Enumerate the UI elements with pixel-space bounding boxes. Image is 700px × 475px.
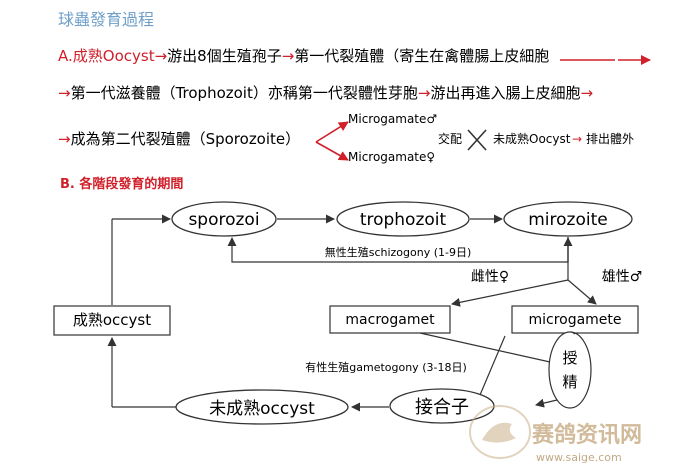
arrow-icon: → <box>417 84 431 102</box>
figure-title: 球蟲發育過程 <box>58 10 155 29</box>
sporozoite-release-text: 游出8個生殖孢子 <box>167 47 282 65</box>
node-immature-oocyst-label: 未成熟occyst <box>209 398 315 419</box>
male-gamete-text: Microgamate♂ <box>348 112 438 126</box>
node-sporozoi-label: sporozoi <box>188 210 259 230</box>
first-schizont-text: 第一代裂殖體（寄生在禽體腸上皮細胞 <box>294 47 550 65</box>
arrow-icon: → <box>281 47 295 65</box>
female-gamete-text: Microgamate♀ <box>348 150 436 164</box>
section-a-prefix: A. <box>58 47 73 65</box>
sexual-stage-arrow <box>479 335 506 396</box>
watermark-bird-icon <box>469 405 531 459</box>
arrow-to-microgamete <box>567 279 597 305</box>
process-line-2: →第一代滋養體（Trophozoit）亦稱第一代裂體性芽胞→游出再進入腸上皮細胞… <box>58 86 593 101</box>
arrow-icon: → <box>58 84 71 102</box>
second-schizont-text: 成為第二代裂殖體（Sporozoite） <box>70 130 301 148</box>
node-zygote-label: 接合子 <box>415 397 469 418</box>
macro-to-fertilize <box>419 332 551 363</box>
excreted-text: 排出體外 <box>586 132 635 146</box>
male-label: 雄性♂ <box>602 269 643 285</box>
micro-to-fertilize <box>571 331 576 335</box>
mature-oocyst-text: 成熟Oocyst <box>72 47 155 65</box>
section-b-title: B. 各階段發育的期間 <box>60 177 184 192</box>
node-sporozoi <box>171 201 277 237</box>
node-mirozoite-label: mirozoite <box>528 210 607 230</box>
first-trophozoite-text: 第一代滋養體（Trophozoit）亦稱第一代裂體性芽胞 <box>70 84 418 102</box>
node-mirozoite <box>503 201 633 237</box>
process-line-1: A.成熟Oocyst→游出8個生殖孢子→第一代裂殖體（寄生在禽體腸上皮細胞 <box>58 49 549 64</box>
node-macrogamet <box>329 305 451 334</box>
mating-text: 交配 <box>438 132 463 146</box>
immature-oocyst-text: 未成熟Oocyst <box>493 132 571 146</box>
arrow-icon: → <box>572 132 583 146</box>
sexual-label: 有性生殖gametogony (3-18日) <box>305 360 467 374</box>
node-macrogamet-label: macrogamet <box>345 312 435 328</box>
asexual-label: 無性生殖schizogony (1-9日) <box>325 245 472 259</box>
arrow-to-macrogamet <box>451 279 569 307</box>
node-fertilize <box>548 331 592 409</box>
arrow-icon: → <box>154 47 168 65</box>
branch-arrow-male <box>315 121 349 143</box>
female-label: 雌性♀ <box>471 269 509 285</box>
branch-arrow-female <box>315 141 349 161</box>
reenter-cell-text: 游出再進入腸上皮細胞 <box>430 84 581 102</box>
node-mature-oocyst <box>53 305 171 336</box>
node-fertilize-char2: 精 <box>562 373 577 391</box>
watermark-logo-text: 赛鸽资讯网 <box>532 423 643 448</box>
node-trophozoit-label: trophozoit <box>360 210 447 230</box>
node-fertilize-char1: 授 <box>562 349 577 367</box>
node-microgamete-label: microgamete <box>528 312 621 328</box>
cross-icon <box>467 129 487 151</box>
arrow-icon: → <box>580 84 594 102</box>
node-mature-oocyst-label: 成熟occyst <box>73 311 151 329</box>
watermark-url: www.saige.com <box>536 451 622 464</box>
fertilize-to-zygote <box>535 398 558 408</box>
node-trophozoit <box>336 201 470 237</box>
process-line-3: →成為第二代裂殖體（Sporozoite） <box>58 132 300 147</box>
arrow-icon: → <box>58 130 71 148</box>
